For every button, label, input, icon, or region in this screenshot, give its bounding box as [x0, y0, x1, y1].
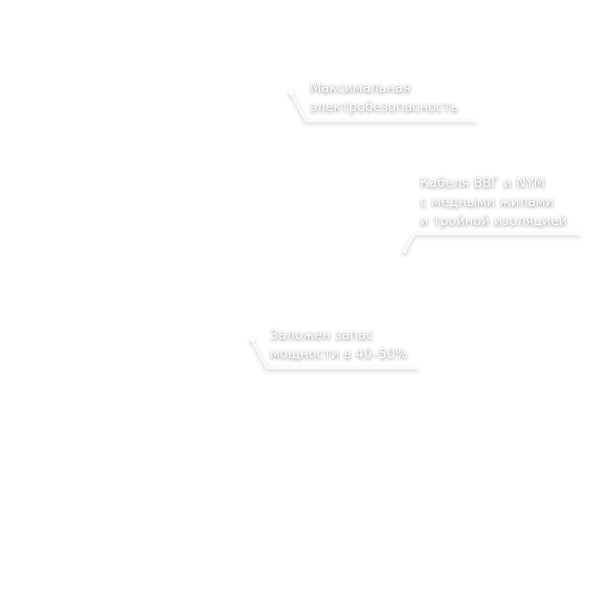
callout-text-line: электробезопасность: [310, 100, 459, 115]
callout-dot-2: [403, 249, 407, 253]
callout-electrical-safety: Максимальная электробезопасность: [310, 79, 458, 117]
callout-text-line: Максимальная: [310, 81, 411, 96]
callout-cables: Кабеля ВВГ и NYM с медными жилами и трой…: [420, 174, 567, 231]
callout-text-line: мощности в 40–50%: [270, 347, 408, 362]
callout-power-reserve: Заложен запас мощности в 40–50%: [270, 326, 408, 364]
callout-line-1: [290, 92, 476, 122]
callout-dot-3: [250, 338, 254, 342]
callout-text-line: и тройной изоляцией: [420, 214, 568, 229]
callout-text-line: Заложен запас: [270, 328, 374, 343]
callout-dot-1: [289, 91, 293, 95]
callout-line-3: [251, 339, 419, 369]
callout-text-line: с медными жилами: [420, 195, 554, 210]
callout-line-2: [404, 233, 580, 252]
callout-text-line: Кабеля ВВГ и NYM: [420, 176, 545, 191]
